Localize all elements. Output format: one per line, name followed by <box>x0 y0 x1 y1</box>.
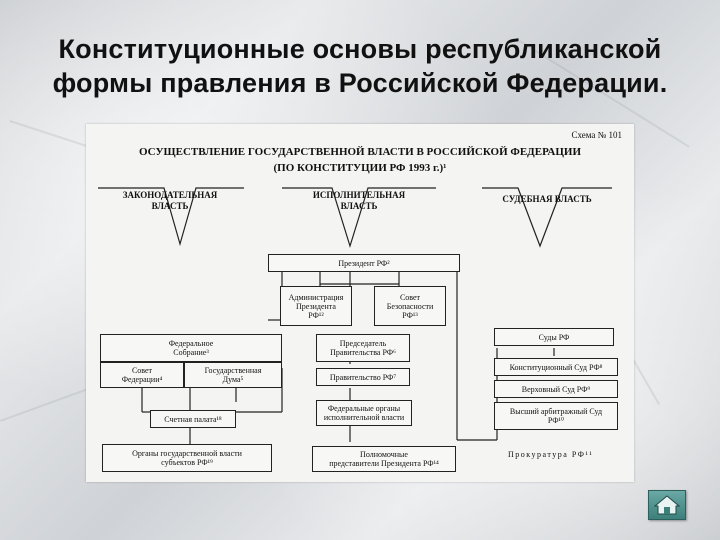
arbitration-court-line2: РФ¹⁰ <box>547 416 565 425</box>
state-duma-box: Государственная Дума⁵ <box>184 362 282 388</box>
chairman-line2: Правительства РФ⁶ <box>330 348 396 357</box>
legislative-branch-line1: ЗАКОНОДАТЕЛЬНАЯ <box>122 190 218 200</box>
home-icon <box>654 495 680 515</box>
slide-title-line2: формы правления в Российской Федерации. <box>52 68 668 98</box>
courts-box: Суды РФ <box>494 328 614 346</box>
federation-council-box: Совет Федерации⁴ <box>100 362 184 388</box>
state-duma-line1: Государственная <box>204 366 262 375</box>
executive-branch-line1: ИСПОЛНИТЕЛЬНАЯ <box>312 190 406 200</box>
executive-branch-label: ИСПОЛНИТЕЛЬНАЯ ВЛАСТЬ <box>284 190 434 212</box>
federal-assembly-line1: Федеральное <box>168 339 214 348</box>
security-council-line2: Безопасности <box>386 301 434 311</box>
plenipotentiary-line2: представители Президента РФ¹⁴ <box>329 459 439 468</box>
government-label: Правительство РФ⁷ <box>329 372 397 382</box>
regional-bodies-line2: субъектов РФ¹⁹ <box>161 458 213 467</box>
government-box: Правительство РФ⁷ <box>316 368 410 386</box>
federal-assembly-box: Федеральное Собрание³ <box>100 334 282 362</box>
federation-council-line1: Совет <box>131 366 153 375</box>
courts-label: Суды РФ <box>538 332 570 342</box>
security-council-line1: Совет <box>399 292 421 302</box>
regional-bodies-line1: Органы государственной власти <box>132 449 242 458</box>
plenipotentiary-line1: Полномочные <box>360 450 408 459</box>
president-label: Президент РФ² <box>338 258 390 268</box>
slide-title: Конституционные основы республиканской ф… <box>0 32 720 100</box>
security-council-line3: РФ¹³ <box>402 310 418 320</box>
slide-title-line1: Конституционные основы республиканской <box>58 34 662 64</box>
federal-executive-line2: исполнительной власти <box>323 413 405 422</box>
administration-line3: РФ¹² <box>308 310 324 320</box>
administration-line1: Администрация <box>288 292 344 302</box>
constitutional-court-box: Конституционный Суд РФ⁸ <box>494 358 618 376</box>
home-button[interactable] <box>648 490 686 520</box>
federal-executive-box: Федеральные органы исполнительной власти <box>316 400 412 426</box>
prosecutor-label: Прокуратура РФ¹¹ <box>508 450 594 459</box>
supreme-court-box: Верховный Суд РФ⁹ <box>494 380 618 398</box>
federal-assembly-line2: Собрание³ <box>173 348 209 357</box>
judicial-chevron <box>482 187 612 248</box>
state-duma-line2: Дума⁵ <box>222 375 244 384</box>
scheme-title: ОСУЩЕСТВЛЕНИЕ ГОСУДАРСТВЕННОЙ ВЛАСТИ В Р… <box>138 146 582 158</box>
accounts-chamber-label: Счетная палата¹⁸ <box>164 414 222 424</box>
chairman-line1: Председатель <box>339 339 387 348</box>
federation-council-line2: Федерации⁴ <box>121 375 163 384</box>
plenipotentiary-box: Полномочные представители Президента РФ¹… <box>312 446 456 472</box>
president-box: Президент РФ² <box>268 254 460 272</box>
legislative-branch-line2: ВЛАСТЬ <box>151 201 189 211</box>
executive-branch-line2: ВЛАСТЬ <box>340 201 378 211</box>
scheme-subtitle: (ПО КОНСТИТУЦИИ РФ 1993 г.)¹ <box>273 162 447 174</box>
regional-bodies-box: Органы государственной власти субъектов … <box>102 444 272 472</box>
administration-box: Администрация Президента РФ¹² <box>280 286 352 326</box>
security-council-box: Совет Безопасности РФ¹³ <box>374 286 446 326</box>
arbitration-court-line1: Высший арбитражный Суд <box>509 407 603 416</box>
accounts-chamber-box: Счетная палата¹⁸ <box>150 410 236 428</box>
chairman-box: Председатель Правительства РФ⁶ <box>316 334 410 362</box>
government-power-scheme: Схема № 101 ОСУЩЕСТВЛЕНИЕ ГОСУДАРСТВЕННО… <box>86 124 634 482</box>
judicial-branch-label: СУДЕБНАЯ ВЛАСТЬ <box>502 194 592 204</box>
administration-line2: Президента <box>296 301 336 311</box>
supreme-court-label: Верховный Суд РФ⁹ <box>521 384 591 394</box>
legislative-branch-label: ЗАКОНОДАТЕЛЬНАЯ ВЛАСТЬ <box>100 190 240 212</box>
scheme-number: Схема № 101 <box>571 130 623 140</box>
arbitration-court-box: Высший арбитражный Суд РФ¹⁰ <box>494 402 618 430</box>
federal-executive-line1: Федеральные органы <box>327 404 401 413</box>
legislative-chevron <box>98 187 244 247</box>
executive-chevron <box>282 187 436 249</box>
constitutional-court-label: Конституционный Суд РФ⁸ <box>509 362 603 372</box>
